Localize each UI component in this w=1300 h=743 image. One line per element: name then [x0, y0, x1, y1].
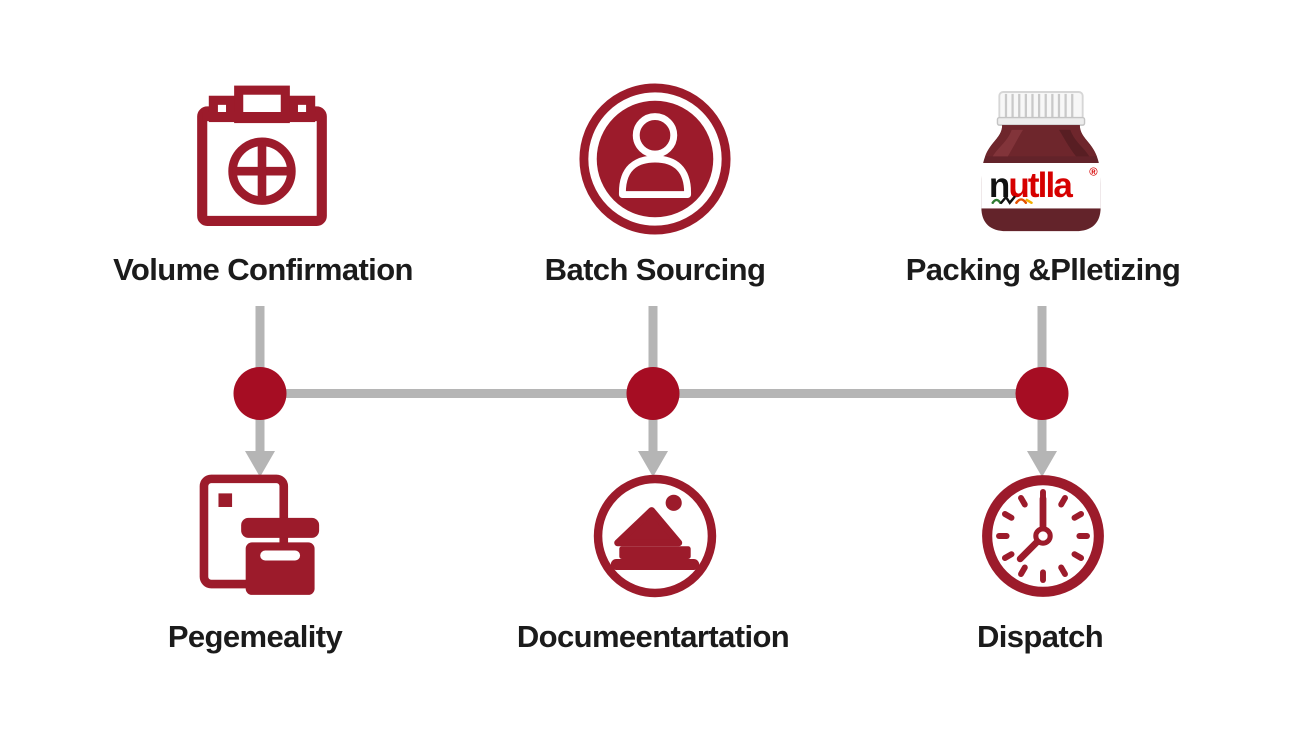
down-arrow-3	[1027, 451, 1057, 477]
signature-circle-icon	[587, 468, 723, 604]
step-label-volume-confirmation: Volume Confirmation	[113, 252, 413, 287]
calendar-target-icon	[191, 78, 333, 230]
step-label-documentation: Documeentartation	[516, 619, 790, 654]
down-arrow-2	[638, 451, 668, 477]
jar-squiggle	[991, 195, 1033, 205]
step-label-dispatch: Dispatch	[976, 619, 1104, 654]
svg-text:nutlla: nutlla	[989, 166, 1073, 205]
document-box-icon	[194, 470, 330, 602]
step-label-packing-palletizing: Packing &Plletizing	[905, 252, 1181, 287]
jar-trademark: ®	[1089, 166, 1098, 178]
clock-icon	[975, 470, 1111, 602]
step-label-pegemeality: Pegemeality	[167, 619, 343, 654]
timeline-node-2	[626, 367, 680, 420]
nutella-jar-image: nutlla ®	[970, 88, 1112, 238]
timeline-node-3	[1015, 367, 1069, 420]
person-circle-icon	[576, 80, 734, 238]
step-label-batch-sourcing: Batch Sourcing	[544, 252, 766, 287]
jar-brand-first-letter: n	[989, 166, 1009, 205]
timeline-node-1	[233, 367, 287, 420]
down-arrow-1	[245, 451, 275, 477]
